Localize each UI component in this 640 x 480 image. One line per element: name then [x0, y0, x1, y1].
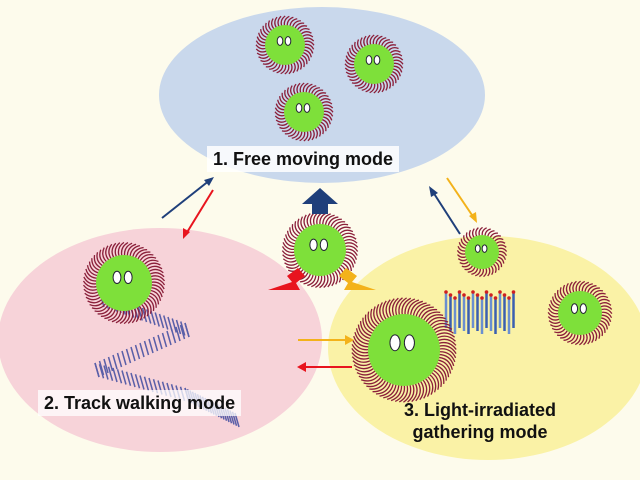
- eye-icon: [123, 270, 133, 285]
- micelle-0: [255, 15, 315, 75]
- eye-icon: [112, 270, 122, 285]
- label-track-walking-mode: 2. Track walking mode: [38, 390, 242, 416]
- eye-icon: [579, 303, 587, 314]
- arrow-track-to-free: [161, 179, 211, 219]
- eye-icon: [570, 303, 579, 314]
- free-moving-region: [159, 7, 485, 183]
- micelle-2: [274, 82, 334, 142]
- micelle-1: [344, 34, 404, 94]
- micelle-4: [82, 241, 166, 325]
- arrow-free-to-gathering: [446, 177, 475, 219]
- eye-icon: [474, 244, 481, 253]
- micelle-6: [547, 280, 613, 346]
- eye-icon: [389, 334, 401, 352]
- micelle-3: [281, 211, 359, 289]
- label-gathering-mode: 3. Light-irradiated gathering mode: [398, 397, 562, 445]
- label-gathering-line1: 3. Light-irradiated: [404, 400, 557, 420]
- eye-icon: [309, 238, 318, 252]
- label-free-moving-mode: 1. Free moving mode: [207, 146, 400, 172]
- eye-icon: [303, 103, 311, 113]
- block-arrow-red: [268, 268, 305, 290]
- eye-icon: [365, 55, 373, 65]
- eye-icon: [284, 36, 292, 46]
- micelle-5: [456, 226, 508, 278]
- eye-icon: [319, 238, 329, 252]
- block-arrow-orange: [339, 268, 376, 290]
- eye-icon: [295, 103, 303, 113]
- eye-icon: [403, 334, 415, 352]
- arrow-free-to-track: [185, 189, 214, 235]
- eye-icon: [373, 55, 381, 65]
- pillar-array: [444, 290, 516, 334]
- eye-icon: [481, 244, 488, 253]
- eye-icon: [276, 36, 284, 46]
- track-walking-region: [0, 228, 322, 452]
- label-gathering-line2: gathering mode: [412, 422, 548, 442]
- gathering-region: [328, 236, 640, 460]
- block-arrow-up-blue: [302, 188, 338, 214]
- arrow-gathering-to-free: [432, 191, 461, 235]
- micelle-7: [351, 297, 457, 403]
